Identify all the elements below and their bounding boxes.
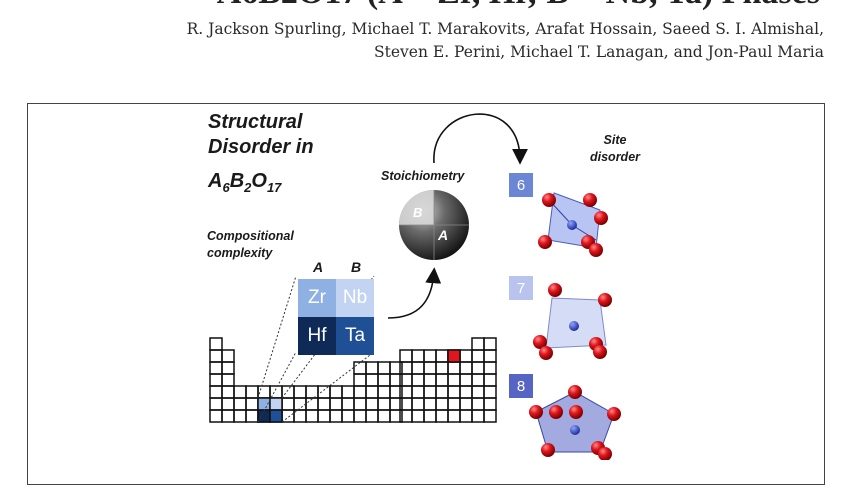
- coordination-6-badge: 6: [509, 173, 533, 197]
- column-b-header: B: [351, 259, 362, 275]
- oxygen-cell-mini: [447, 349, 461, 363]
- formula-sub-o: 17: [266, 180, 282, 195]
- polyhedron-7-icon: [533, 283, 612, 360]
- coordination-8-badge: 8: [509, 374, 533, 398]
- ta-cell-mini: [269, 409, 283, 423]
- curved-arrow-icon: [433, 113, 528, 165]
- stoichiometry-sphere-icon: [399, 190, 469, 260]
- figure-title-line-1: Structural: [208, 111, 303, 133]
- paper-title-strip: A6B2O17 (A = Zr, Hf; B = Nb, Ta) Phases: [0, 0, 850, 14]
- figure-title-line-2: Disorder in: [208, 136, 314, 158]
- octahedron-6-icon: [538, 192, 608, 257]
- site-line-2: disorder: [590, 150, 641, 164]
- author-list: R. Jackson Spurling, Michael T. Marakovi…: [187, 18, 824, 64]
- comp-line-1: Compositional: [207, 229, 294, 243]
- formula-o: O: [251, 170, 267, 192]
- element-hf: Hf: [298, 317, 336, 355]
- formula-label: A6B2O17: [208, 170, 281, 195]
- formula-sub-a: 6: [222, 180, 230, 195]
- toc-graphic-drawing: [209, 113, 621, 460]
- compositional-complexity-label: Compositional complexity: [207, 228, 294, 262]
- element-zr: Zr: [298, 279, 336, 317]
- column-a-header: A: [313, 259, 324, 275]
- sphere-b-label: B: [413, 205, 423, 220]
- formula-a: A: [208, 170, 223, 192]
- comp-line-2: complexity: [207, 246, 273, 260]
- site-line-1: Site: [603, 133, 627, 147]
- formula-b: B: [229, 170, 245, 192]
- coordination-7-badge: 7: [509, 276, 533, 300]
- figure-title: Structural Disorder in: [208, 110, 314, 160]
- polyhedron-8-icon: [529, 385, 621, 460]
- sphere-a-label: A: [438, 227, 449, 243]
- paper-title: A6B2O17 (A = Zr, Hf; B = Nb, Ta) Phases: [217, 0, 820, 12]
- site-disorder-label: Site disorder: [590, 132, 640, 166]
- element-nb: Nb: [336, 279, 374, 317]
- hf-cell-mini: [257, 409, 271, 423]
- periodic-table-icon: [209, 337, 497, 423]
- stoichiometry-label: Stoichiometry: [381, 169, 465, 183]
- author-line-2: Steven E. Perini, Michael T. Lanagan, an…: [374, 43, 824, 61]
- nb-cell-mini: [269, 397, 283, 411]
- author-line-1: R. Jackson Spurling, Michael T. Marakovi…: [186, 20, 824, 38]
- element-ta: Ta: [336, 317, 374, 355]
- arrow-to-sphere-icon: [387, 267, 442, 319]
- formula-sub-b: 2: [244, 180, 252, 195]
